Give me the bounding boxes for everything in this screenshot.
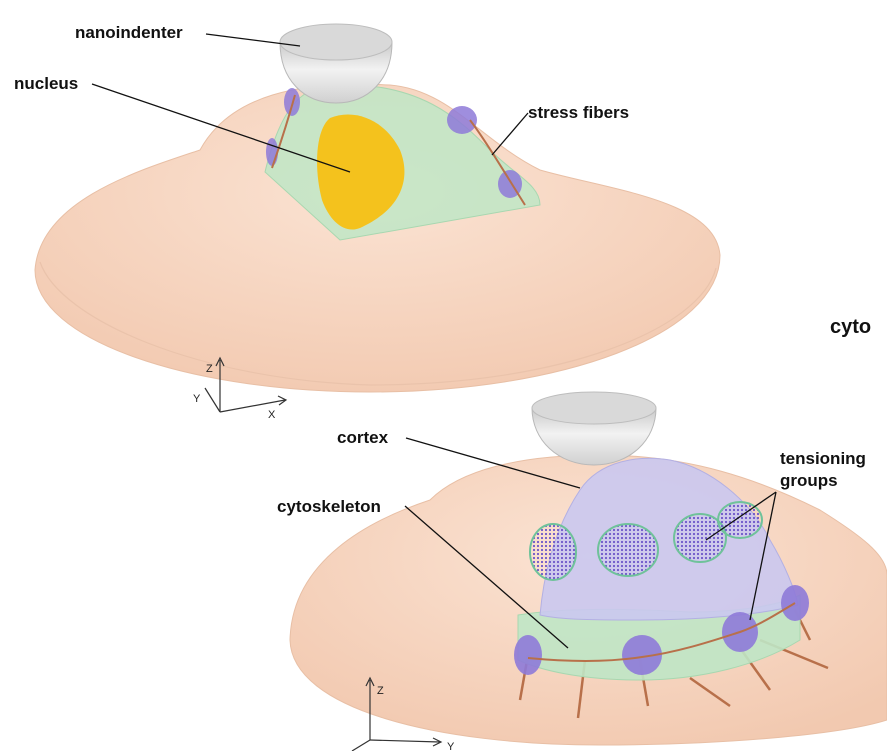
label-cortex: cortex (337, 428, 389, 447)
pointer-stress-fibers (492, 113, 528, 155)
label-nanoindenter: nanoindenter (75, 23, 183, 42)
bottom-cell-model: cortex cytoskeleton tensioning groups Z … (277, 392, 887, 751)
axis-z-top: Z (206, 363, 213, 375)
axis-y-top: Y (193, 393, 201, 405)
label-tensioning-line1: tensioning (780, 449, 866, 468)
label-nucleus: nucleus (14, 74, 78, 93)
label-cropped-right: cyto (830, 316, 871, 338)
label-cytoskeleton: cytoskeleton (277, 497, 381, 516)
axis-y-bottom: Y (447, 741, 455, 751)
axis-z-bottom: Z (377, 685, 384, 697)
axis-x-top: X (268, 409, 276, 421)
top-cell-model: nanoindenter nucleus stress fibers Z Y X (14, 23, 720, 421)
label-stress-fibers: stress fibers (528, 103, 629, 122)
label-tensioning-line2: groups (780, 471, 838, 490)
